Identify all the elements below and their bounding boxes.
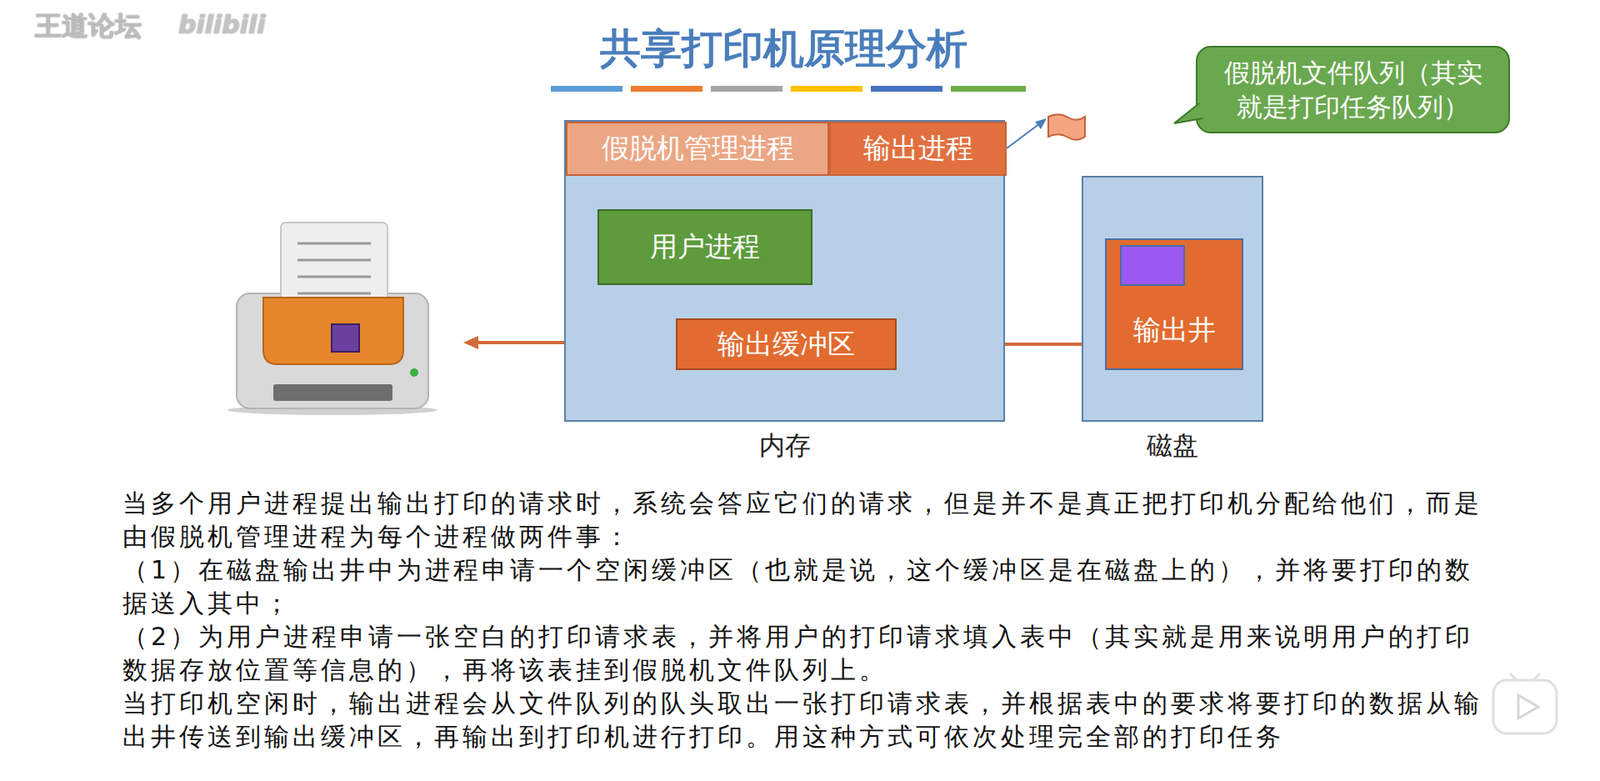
process-band: 假脱机管理进程 bbox=[565, 121, 830, 176]
title-strips bbox=[550, 85, 1026, 92]
watermark-logo: bilibili bbox=[178, 10, 266, 40]
spool-box: 输出井 bbox=[1105, 238, 1244, 370]
node-text: 输出缓冲区 bbox=[717, 325, 855, 364]
node-text: 内存 bbox=[565, 428, 1004, 464]
callout-tail bbox=[1172, 96, 1206, 130]
queue-flag bbox=[1006, 114, 1085, 149]
process-box: 用户进程 bbox=[597, 209, 813, 285]
memory-box: 内存假脱机管理进程输出进程用户进程输出缓冲区 bbox=[564, 120, 1005, 422]
watermark: 王道论坛 bbox=[35, 8, 142, 45]
node-text: 磁盘 bbox=[1083, 428, 1262, 464]
node-text: 假脱机管理进程 bbox=[601, 130, 795, 168]
node-text: 输出井 bbox=[1133, 311, 1216, 350]
disk-box: 磁盘输出井 bbox=[1081, 175, 1264, 422]
data-block bbox=[1120, 245, 1185, 286]
paragraph: （1）在磁盘输出井中为进程申请一个空闲缓冲区（也就是说，这个缓冲区是在磁盘上的）… bbox=[122, 553, 1490, 620]
buffer-box: 输出缓冲区 bbox=[675, 318, 897, 370]
node-text: 用户进程 bbox=[650, 228, 760, 266]
paragraph: （2）为用户进程申请一张空白的打印请求表，并将用户的打印请求填入表中（其实就是用… bbox=[122, 620, 1490, 687]
node-text: 输出进程 bbox=[863, 130, 974, 168]
paragraph: 当多个用户进程提出输出打印的请求时，系统会答应它们的请求，但是并不是真正把打印机… bbox=[122, 486, 1490, 554]
node-text: 假脱机文件队列（其实就是打印任务队列） bbox=[1212, 55, 1494, 124]
explanation: 当多个用户进程提出输出打印的请求时，系统会答应它们的请求，但是并不是真正把打印机… bbox=[122, 486, 1490, 754]
printer-illustration bbox=[227, 222, 438, 415]
callout-bubble: 假脱机文件队列（其实就是打印任务队列） bbox=[1195, 45, 1510, 134]
play-icon bbox=[1493, 673, 1557, 734]
process-band: 输出进程 bbox=[829, 121, 1007, 176]
paragraph: 当打印机空闲时，输出进程会从文件队列的队头取出一张打印请求表，并根据表中的要求将… bbox=[122, 686, 1490, 754]
